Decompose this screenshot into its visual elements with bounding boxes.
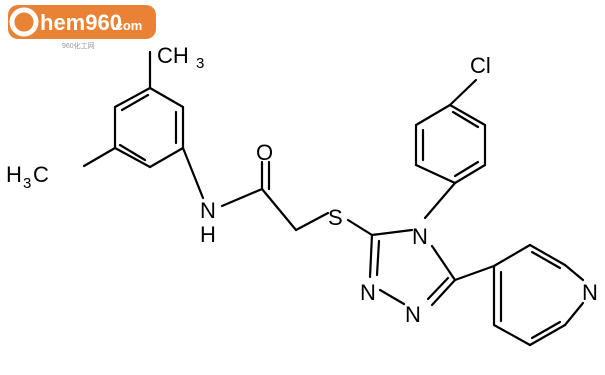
- amide-linker: [220, 160, 374, 237]
- logo-c-icon: [9, 7, 39, 37]
- chlorine-atom: Cl: [470, 53, 491, 78]
- methyl-left-subscript: 3: [23, 175, 31, 192]
- logo-badge: [8, 5, 156, 39]
- triazole-n4-atom: N: [412, 224, 428, 249]
- logo-subtext: 960化工网: [62, 41, 95, 50]
- oxygen-atom: O: [256, 140, 273, 165]
- pyridine-nitrogen-atom: N: [582, 280, 598, 305]
- methyl-left-c: C: [33, 162, 49, 187]
- triazole-n1-atom: N: [360, 280, 376, 305]
- triazole-ring: [368, 228, 457, 307]
- logo-suffix: .com: [112, 18, 142, 33]
- pyridine-ring: [453, 243, 585, 347]
- triazole-n2-atom: N: [405, 302, 421, 327]
- watermark-logo: hem960 .com 960化工网: [8, 5, 156, 50]
- methyl-top-label: CH: [157, 43, 189, 68]
- amide-nitrogen-atom: N: [200, 198, 216, 223]
- sulfur-atom: S: [328, 205, 343, 230]
- chlorophenyl-ring: [414, 78, 487, 220]
- methyl-group-top: CH 3: [157, 43, 204, 72]
- dimethylphenyl-ring: [82, 50, 205, 200]
- methyl-top-subscript: 3: [196, 55, 204, 72]
- methyl-left-h: H: [6, 162, 22, 187]
- logo-text: hem960: [40, 10, 122, 35]
- methyl-group-left: H 3 C: [6, 162, 49, 192]
- amide-hydrogen-atom: H: [200, 222, 216, 247]
